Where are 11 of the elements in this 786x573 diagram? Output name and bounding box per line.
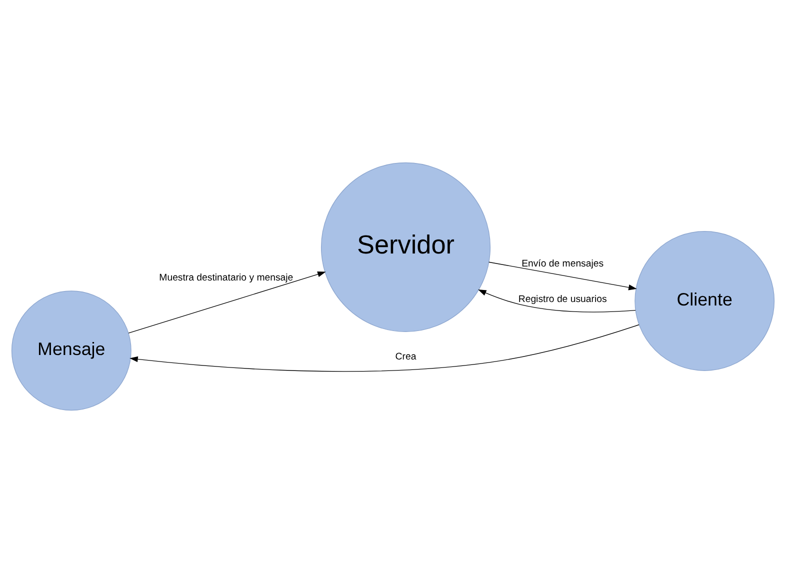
node-circle: Mensaje — [11, 290, 132, 411]
edge-label: Envío de mensajes — [522, 258, 604, 270]
arrow — [128, 271, 326, 334]
node-circle: Cliente — [634, 231, 775, 371]
node-circle: Servidor — [320, 162, 491, 332]
edge-label: Registro de usuarios — [518, 294, 607, 305]
arrow — [478, 290, 636, 312]
edge-label: Crea — [395, 352, 416, 363]
arrow — [488, 262, 637, 290]
edge-label: Muestra destinatario y mensaje — [159, 272, 294, 284]
arrow — [130, 324, 640, 372]
